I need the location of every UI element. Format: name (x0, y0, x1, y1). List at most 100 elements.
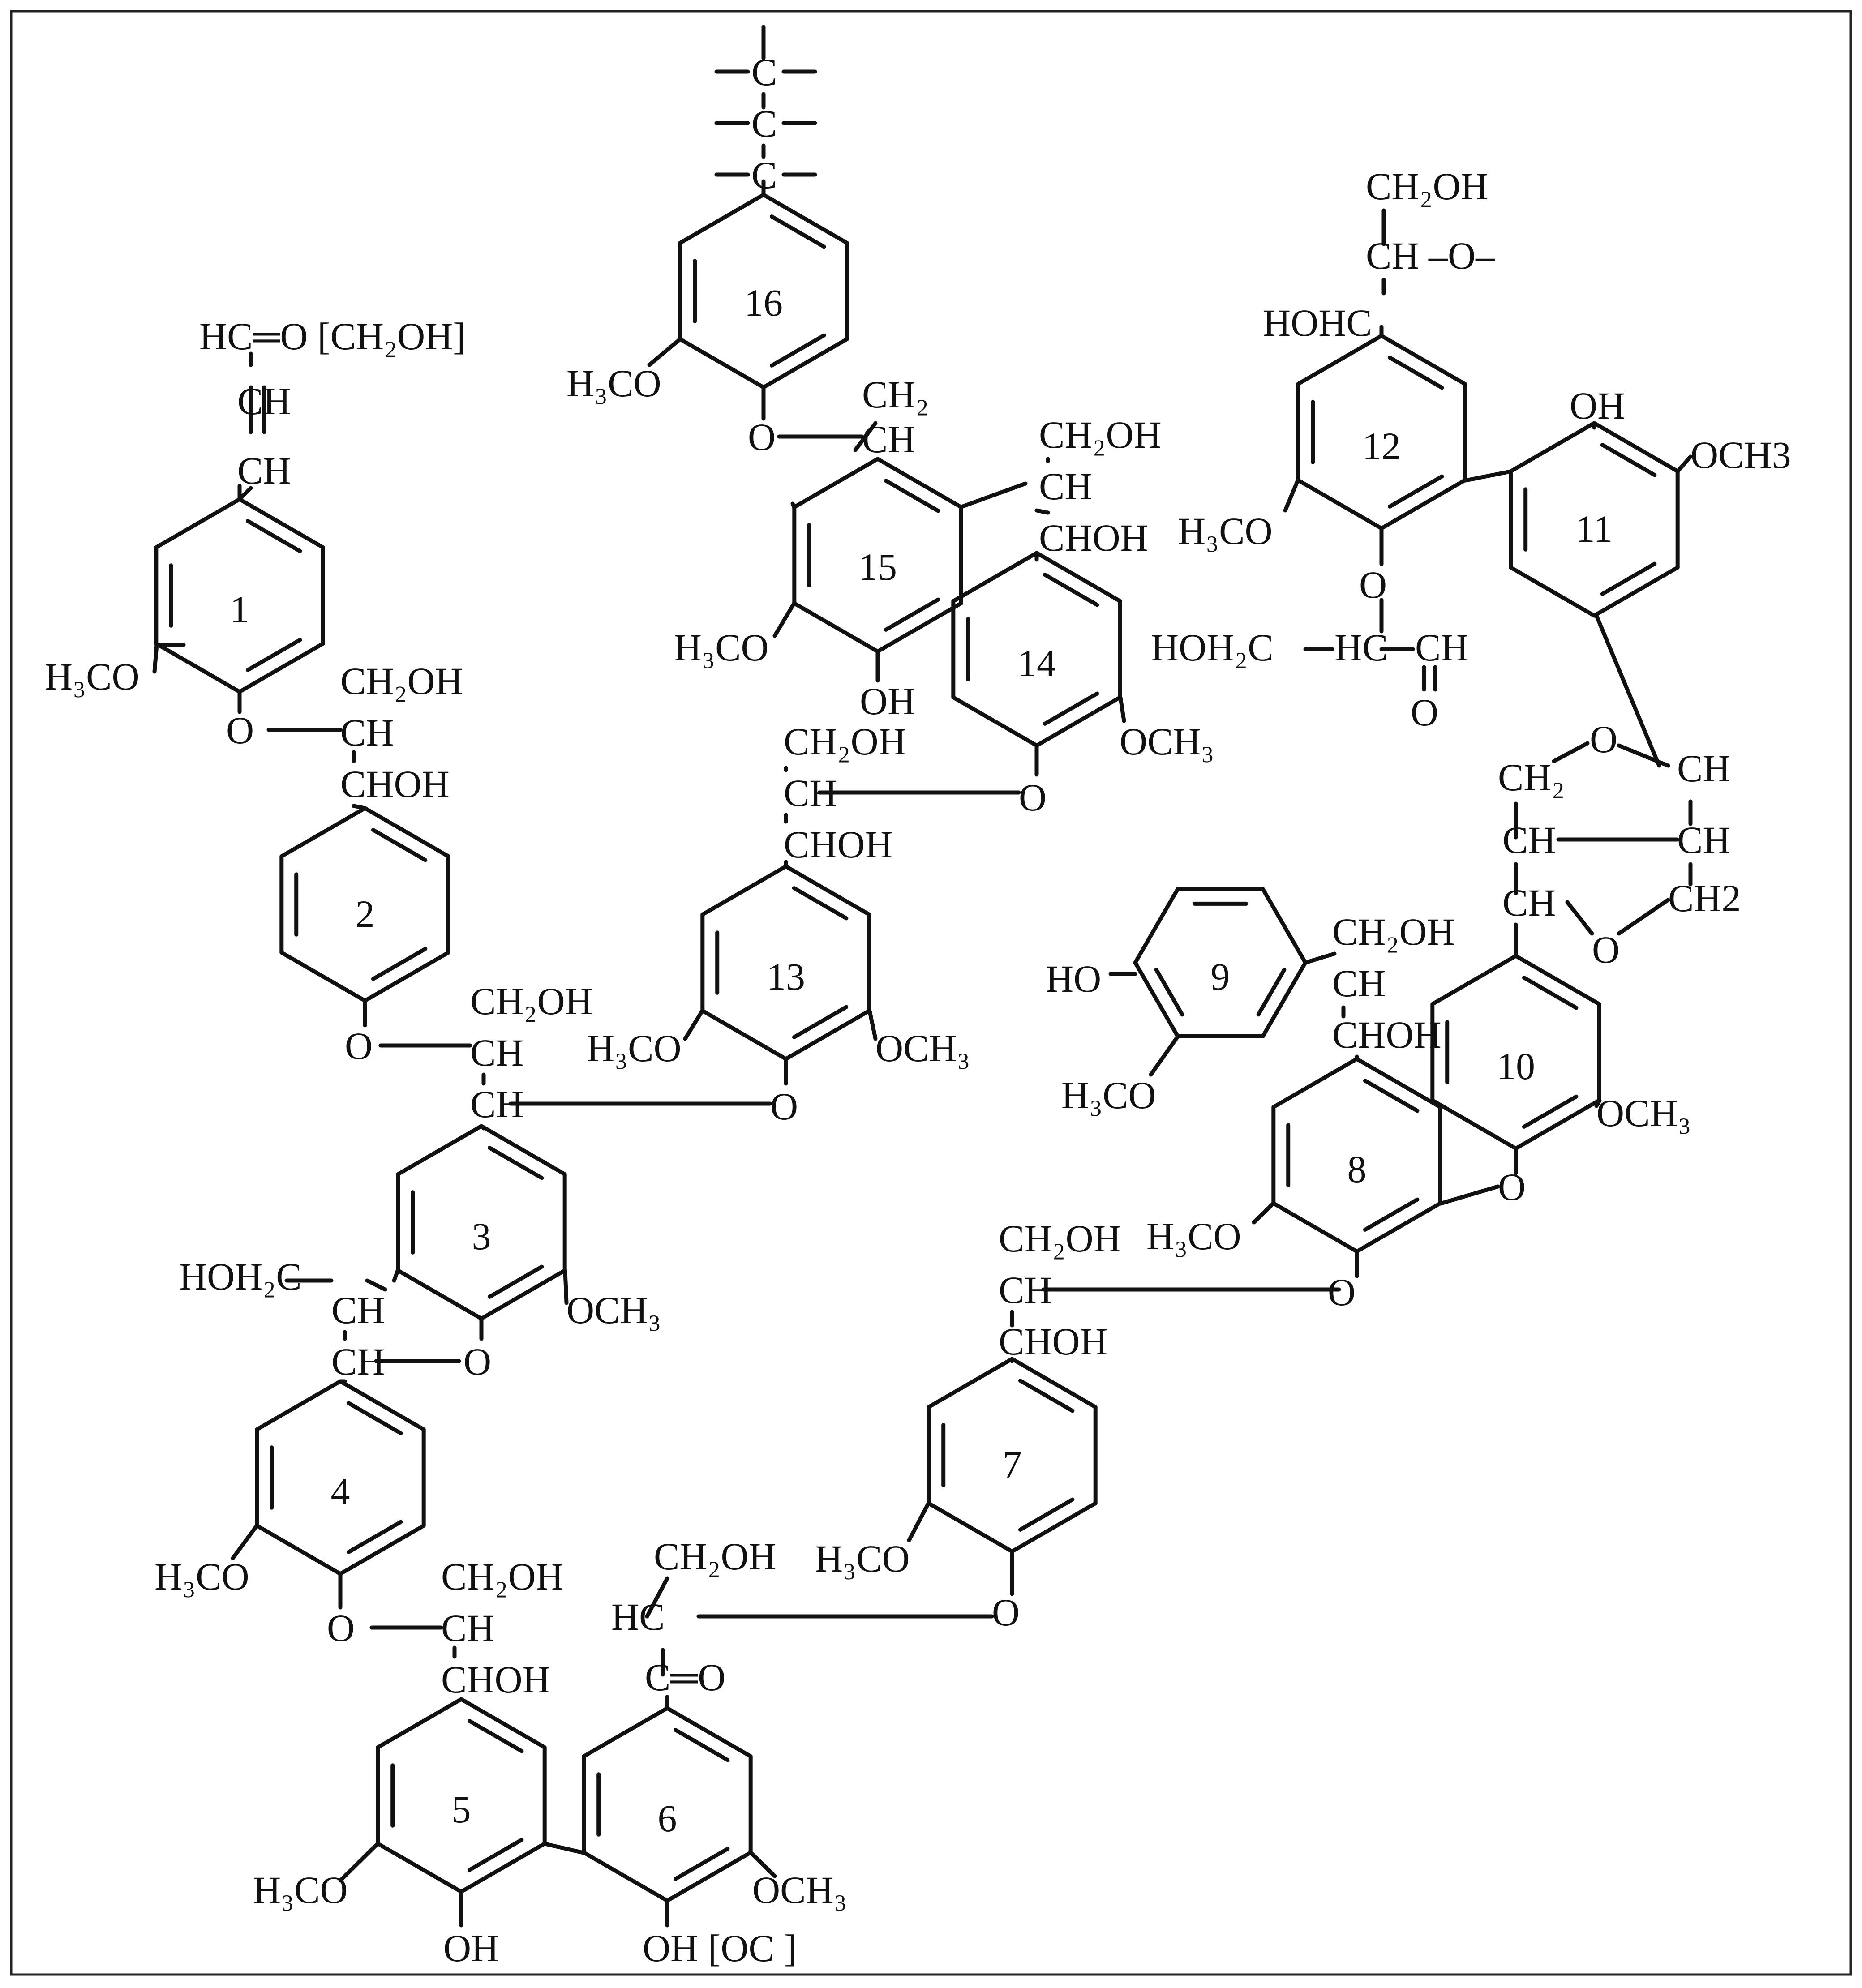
label-u2-choh: CHOH (340, 763, 450, 805)
label-u2-ch: CH (340, 711, 394, 754)
ring-11-double-bond (1600, 561, 1657, 596)
bond-line-6 (152, 643, 159, 674)
label-u15-ch2: CH₂ (862, 373, 929, 416)
ring-number-4: 4 (331, 1470, 350, 1513)
bond-line-82 (867, 1009, 878, 1041)
bond-line-36 (645, 1576, 669, 1619)
ring-1-double-bond (245, 519, 302, 553)
ring-number-10: 10 (1497, 1045, 1535, 1088)
benzene-ring-4 (255, 1379, 426, 1576)
ring-4-double-bond (346, 1520, 403, 1554)
label-u9-methoxy: H₃CO (1061, 1074, 1156, 1117)
ring-3-double-bond (487, 1264, 544, 1299)
label-u14-ch2oh: CH₂OH (1039, 413, 1162, 456)
label-u5-ch2oh: CH₂OH (441, 1555, 564, 1598)
ring-number-15: 15 (858, 545, 897, 588)
label-u5-methoxy: H₃CO (253, 1868, 348, 1911)
ring-13-double-bond (792, 886, 849, 921)
label-u4-ch-a: CH (331, 1340, 385, 1383)
bond-line-57 (1565, 900, 1594, 936)
label-u16-c-top: C (751, 51, 777, 94)
label-u10-ether-o: O (1498, 1165, 1526, 1208)
bond-line-62 (1617, 743, 1670, 768)
label-u7-choh: CHOH (999, 1320, 1108, 1363)
label-u16-c-bottom: C (751, 154, 777, 197)
label-u11-methoxy: OCH3 (1690, 433, 1791, 476)
ring-number-2: 2 (356, 892, 375, 935)
label-u6-hc: HC (611, 1595, 665, 1638)
bond-line-61 (1552, 741, 1590, 763)
bond-line-38 (907, 1501, 931, 1542)
label-u11-oh: OH (1570, 384, 1625, 427)
label-u13-ch: CH (784, 771, 837, 814)
label-u1-ch-b: CH (237, 380, 291, 423)
label-resinol-ch-ml: CH (1502, 818, 1556, 861)
label-u3-methoxy: OCH₃ (566, 1289, 661, 1332)
ring-14-double-bond (1043, 573, 1099, 607)
label-u15-methoxy: H₃CO (674, 626, 769, 669)
label-u4-ch-b: CH (331, 1289, 385, 1332)
label-u4-ether-o: O (327, 1607, 355, 1650)
label-u6-ch2oh: CH₂OH (654, 1535, 777, 1578)
label-u14-ether-o: O (1019, 776, 1047, 819)
label-u3-ch-b: CH (470, 1031, 523, 1074)
benzene-ring-14 (951, 551, 1122, 748)
bond-line-94 (853, 421, 878, 452)
label-resinol-ch2-br: CH2 (1668, 877, 1741, 920)
benzene-ring-15 (792, 457, 963, 654)
label-u9-ch: CH (1332, 962, 1386, 1005)
label-u7-methoxy: H₃CO (815, 1537, 910, 1580)
label-u12-hc: HC (1334, 626, 1388, 669)
label-u13-methoxy-left: H₃CO (587, 1027, 682, 1070)
group-labels: HC═O [CH₂OH] CH CH H₃CO O CH₂OH CH CHOH … (45, 51, 1791, 1970)
benzene-ring-10 (1430, 954, 1601, 1151)
label-u5-choh: CHOH (441, 1658, 550, 1701)
benzene-ring-7 (927, 1357, 1098, 1554)
ring-number-16: 16 (744, 281, 783, 324)
ring-number-12: 12 (1362, 424, 1401, 467)
label-u9-hydroxy: HO (1046, 957, 1101, 1000)
label-u4-hoh2c: HOH₂C (179, 1255, 302, 1298)
benzene-ring-13 (700, 864, 871, 1061)
ring-number-3: 3 (472, 1215, 491, 1258)
ring-7-double-bond (1018, 1497, 1075, 1532)
benzene-ring-3 (396, 1124, 567, 1321)
label-u6-oh: OH [OC ] (643, 1927, 797, 1970)
ring-12-double-bond (1387, 356, 1444, 390)
bond-lines (152, 25, 1693, 1928)
ring-10-double-bond (1522, 976, 1579, 1010)
label-resinol-ch-bl: CH (1502, 881, 1556, 924)
label-u7-ch2oh: CH₂OH (999, 1217, 1121, 1260)
ring-2-double-bond (371, 947, 428, 981)
ring-16-double-bond (769, 214, 826, 249)
label-u3-ring-o: O (463, 1340, 491, 1383)
ring-12-double-bond (1387, 474, 1444, 509)
bond-line-29 (338, 1842, 380, 1883)
label-u12-ch: CH (1366, 234, 1419, 277)
label-u6-carbonyl: C═O (645, 1656, 725, 1699)
label-u14-ch: CH (1039, 465, 1092, 508)
bond-line-48 (1303, 951, 1337, 965)
label-u9-ch2oh: CH₂OH (1332, 910, 1455, 953)
ring-3-double-bond (487, 1146, 544, 1180)
benzene-ring-5 (376, 1697, 547, 1894)
ring-5-double-bond (467, 1719, 524, 1753)
ring-6-double-bond (673, 1728, 730, 1762)
label-u12-aldehyde-o: O (1411, 691, 1438, 734)
label-u12-hohc: HOHC (1263, 301, 1372, 344)
label-u1-ch-a: CH (237, 449, 291, 492)
label-resinol-ch2-top: CH₂ (1498, 756, 1565, 799)
label-u8-methoxy: H₃CO (1146, 1215, 1241, 1258)
label-resinol-ch-tr: CH (1677, 747, 1730, 790)
label-u1-ether-o: O (226, 709, 254, 752)
label-u16-c-mid: C (751, 102, 777, 145)
ring-9-double-bond (1256, 968, 1287, 1017)
label-u15-ch: CH (862, 418, 915, 461)
bond-line-19 (365, 1278, 387, 1292)
bond-line-85 (1118, 695, 1126, 723)
label-u5-ch: CH (441, 1607, 494, 1650)
label-u3-ch2oh: CH₂OH (470, 980, 593, 1023)
ring-10-double-bond (1522, 1094, 1579, 1129)
